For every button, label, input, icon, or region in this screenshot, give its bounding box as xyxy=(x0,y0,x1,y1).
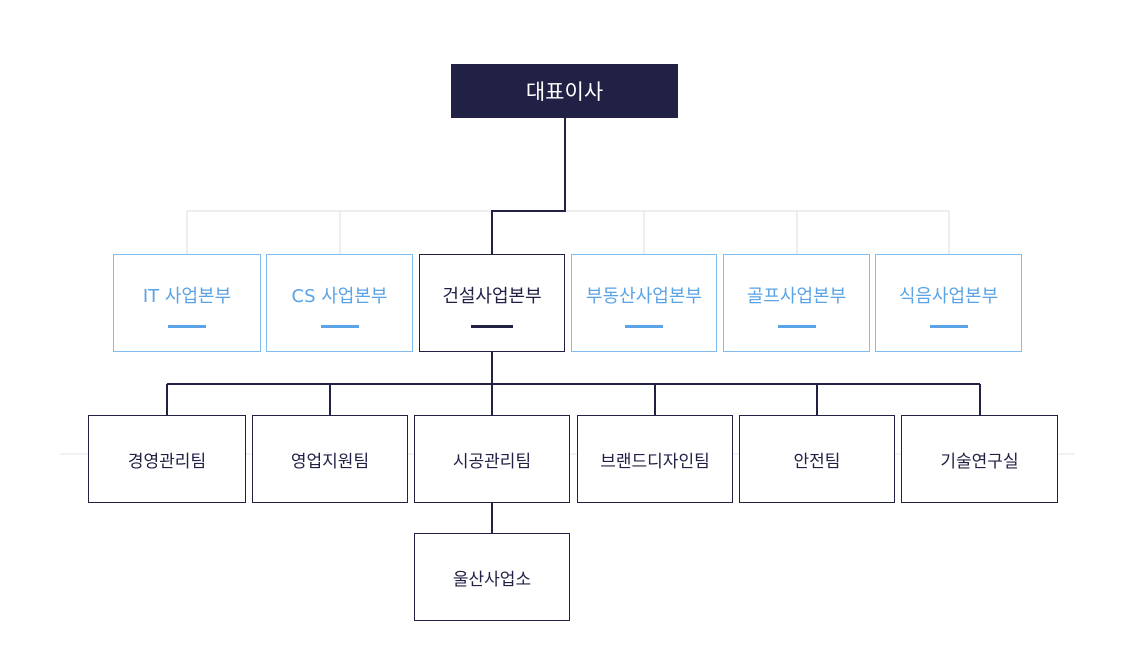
team-box: 경영관리팀 xyxy=(88,415,246,503)
team-label: 경영관리팀 xyxy=(127,451,207,472)
team-box: 시공관리팀 xyxy=(414,415,570,503)
division-label: 부동산사업본부 xyxy=(586,286,702,307)
division-food-beverage[interactable]: 식음사업본부 xyxy=(875,254,1022,352)
team-box: 영업지원팀 xyxy=(252,415,408,503)
division-underline xyxy=(625,325,663,328)
branch-label: 울산사업소 xyxy=(452,569,532,590)
team-box: 안전팀 xyxy=(739,415,895,503)
team-label: 시공관리팀 xyxy=(452,451,532,472)
team-label: 영업지원팀 xyxy=(290,451,370,472)
team-label: 기술연구실 xyxy=(940,451,1019,472)
division-label: 골프사업본부 xyxy=(746,286,847,307)
division-underline xyxy=(168,325,206,328)
team-label: 안전팀 xyxy=(793,451,841,472)
division-label: IT 사업본부 xyxy=(142,286,232,307)
division-underline xyxy=(320,325,359,328)
team-box: 브랜드디자인팀 xyxy=(577,415,733,503)
division-real-estate[interactable]: 부동산사업본부 xyxy=(571,254,717,352)
division-label: 건설사업본부 xyxy=(442,286,542,307)
division-underline xyxy=(471,325,513,328)
division-cs[interactable]: CS 사업본부 xyxy=(266,254,413,352)
division-it[interactable]: IT 사업본부 xyxy=(113,254,261,352)
ceo-to-construction-connector xyxy=(491,118,566,254)
ceo-box: 대표이사 xyxy=(451,64,678,118)
division-golf[interactable]: 골프사업본부 xyxy=(723,254,870,352)
division-underline xyxy=(929,325,968,328)
division-underline xyxy=(777,325,816,328)
team-label: 브랜드디자인팀 xyxy=(600,451,710,472)
division-label: CS 사업본부 xyxy=(291,286,388,307)
division-label: 식음사업본부 xyxy=(898,286,999,307)
ceo-label: 대표이사 xyxy=(525,80,604,104)
branch-box: 울산사업소 xyxy=(414,533,570,621)
team-box: 기술연구실 xyxy=(901,415,1058,503)
division-construction[interactable]: 건설사업본부 xyxy=(419,254,565,352)
